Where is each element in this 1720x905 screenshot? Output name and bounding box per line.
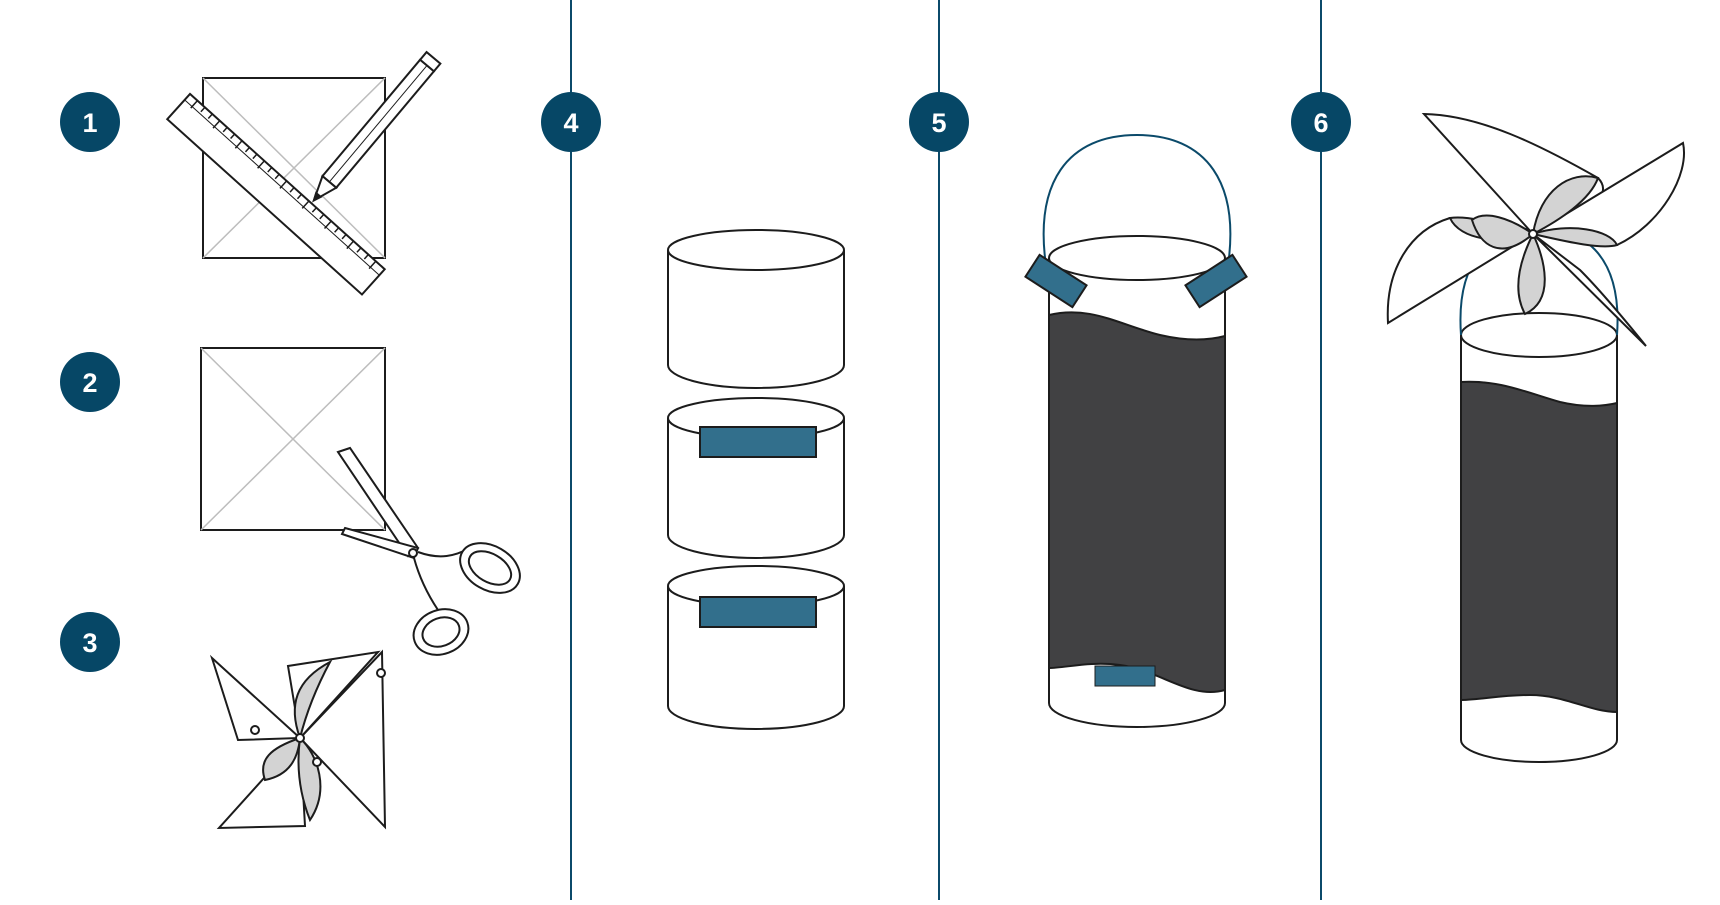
step-badge-4: 4 (541, 92, 601, 152)
ring-top (667, 229, 845, 389)
scissors-handle-2 (413, 557, 439, 611)
step-badge-1: 1 (60, 92, 120, 152)
small-pinwheel-icon (209, 649, 387, 830)
tape-right (1184, 253, 1248, 309)
pencil (312, 50, 442, 203)
tape-left (1024, 253, 1088, 309)
step-number-6: 6 (1313, 108, 1328, 138)
step-badge-2: 2 (60, 352, 120, 412)
step-number-3: 3 (82, 628, 97, 658)
step-badge-6: 6 (1291, 92, 1351, 152)
tape-inner (1094, 665, 1156, 687)
step-number-5: 5 (931, 108, 946, 138)
scissors-icon (200, 347, 521, 656)
tape-bottom (699, 596, 817, 628)
step-number-4: 4 (563, 108, 578, 138)
tape-middle (699, 426, 817, 458)
stacked-rings-icon (667, 229, 845, 730)
ruler (165, 92, 387, 296)
ring-middle (667, 397, 845, 559)
step-number-1: 1 (82, 108, 97, 138)
dark-band (1048, 311, 1226, 693)
dark-band-6 (1460, 380, 1618, 714)
step-badge-5: 5 (909, 92, 969, 152)
step-badge-3: 3 (60, 612, 120, 672)
ruler-and-pencil-icon (165, 50, 442, 296)
pinwheel-large (1386, 112, 1685, 347)
step-number-2: 2 (82, 368, 97, 398)
tube-with-handle-icon (1024, 133, 1248, 728)
handle-wire (1042, 133, 1232, 279)
ring-bottom (667, 565, 845, 730)
tube-with-pinwheel-icon (1386, 112, 1685, 763)
